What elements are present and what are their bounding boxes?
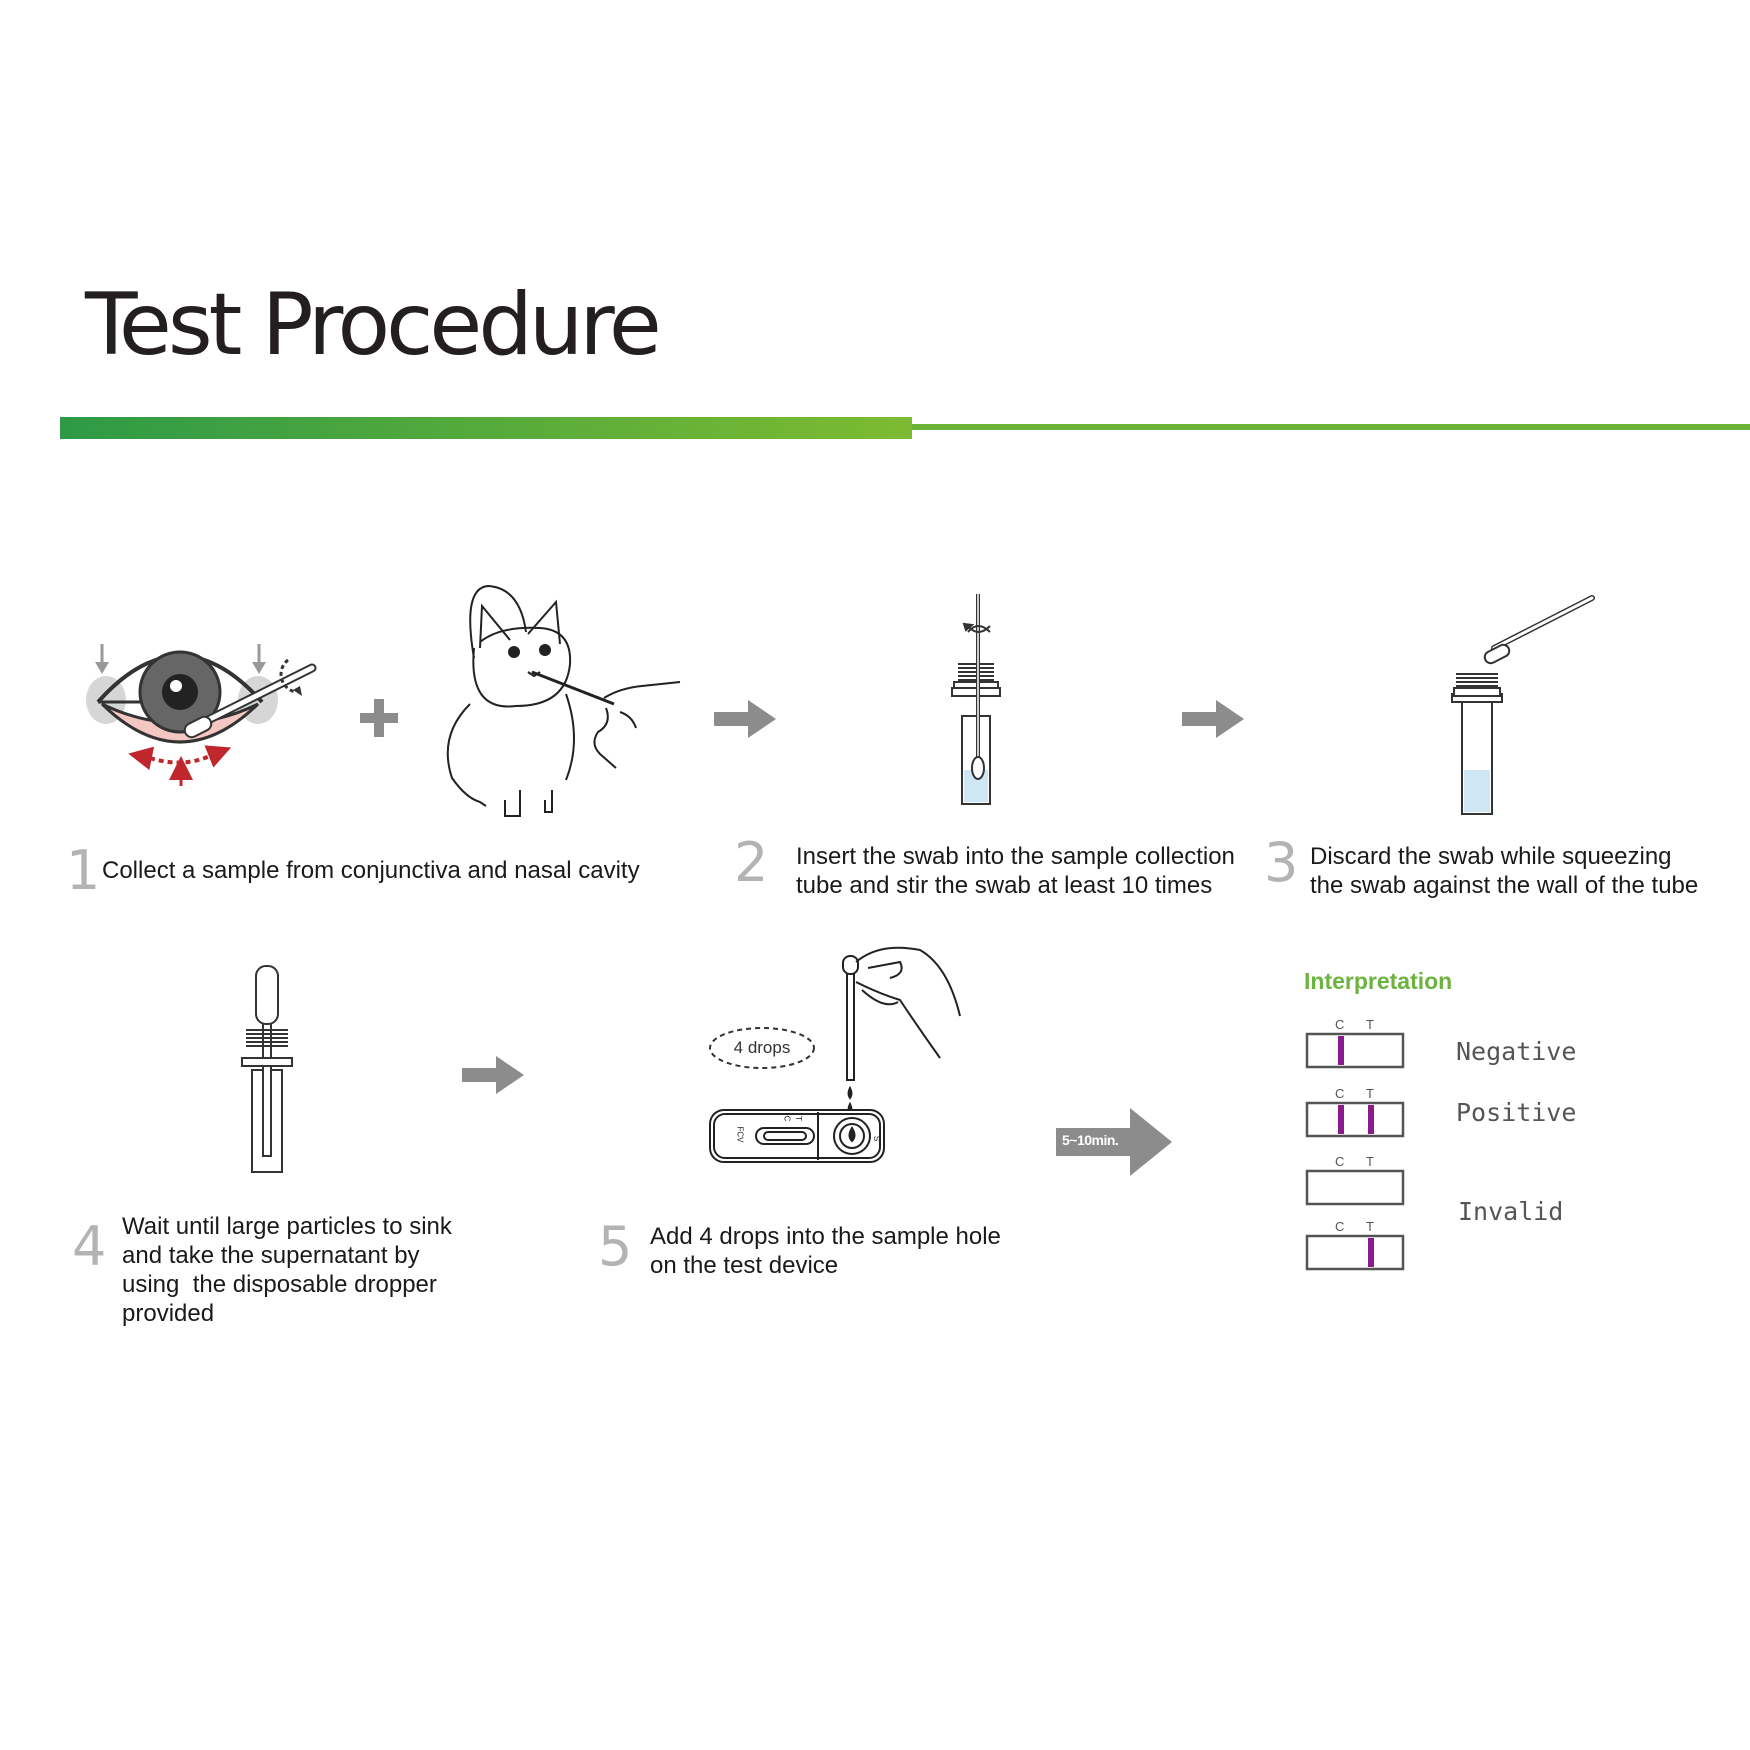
drops-bubble — [709, 1027, 815, 1069]
step-text-line: Wait until large particles to sink — [122, 1213, 452, 1240]
tube-with-swab-illustration — [951, 594, 1001, 805]
positive-c-line — [1338, 1105, 1344, 1134]
step-number: 5 — [598, 1215, 633, 1278]
strip-t-label: T — [1366, 1219, 1374, 1234]
strip-t-label: T — [1366, 1154, 1374, 1169]
device-c-label: C — [782, 1115, 792, 1122]
step-number: 1 — [66, 839, 101, 902]
strip-c-label: C — [1335, 1017, 1345, 1032]
step-number: 4 — [72, 1215, 107, 1278]
device-s-label: S — [872, 1135, 882, 1142]
step-text-line: and take the supernatant by — [122, 1242, 420, 1269]
step-number: 3 — [1264, 831, 1299, 894]
title-underline-thick — [60, 417, 912, 439]
step-text-line: the swab against the wall of the tube — [1310, 872, 1699, 899]
plus-icon — [360, 699, 398, 737]
tube-discard-swab-illustration — [1451, 595, 1595, 815]
step-text-line: Insert the swab into the sample collecti… — [796, 843, 1235, 870]
step-4-text: Wait until large particles to sink and t… — [122, 1212, 452, 1328]
step-text-line: Add 4 drops into the sample hole — [650, 1223, 1001, 1250]
result-strip-invalid-1 — [1305, 1169, 1405, 1206]
result-strip-positive — [1305, 1101, 1405, 1138]
step-2-text: Insert the swab into the sample collecti… — [796, 842, 1235, 900]
strip-c-label: C — [1335, 1154, 1345, 1169]
positive-t-line — [1368, 1105, 1374, 1134]
eye-swab-illustration — [86, 644, 317, 786]
result-strips — [1305, 1032, 1405, 1271]
strip-c-label: C — [1335, 1086, 1345, 1101]
strip-t-label: T — [1366, 1086, 1374, 1101]
result-label-negative: Negative — [1456, 1037, 1577, 1066]
step-1-text: Collect a sample from conjunctiva and na… — [102, 857, 640, 884]
title-underline-thin — [912, 424, 1750, 430]
step-text-line: tube and stir the swab at least 10 times — [796, 872, 1213, 899]
arrow-right-icon — [462, 1056, 524, 1094]
arrow-right-icon — [714, 700, 776, 738]
step-text-line: using the disposable dropper — [122, 1271, 437, 1298]
arrow-right-icon — [1182, 700, 1244, 738]
step-3-text: Discard the swab while squeezing the swa… — [1310, 842, 1698, 900]
drops-label: 4 drops — [733, 1038, 791, 1057]
step-number: 2 — [734, 831, 769, 894]
result-label-invalid: Invalid — [1458, 1197, 1564, 1226]
invalid-t-line — [1368, 1238, 1374, 1267]
step-text-line: on the test device — [650, 1252, 839, 1279]
step-text-line: Discard the swab while squeezing — [1310, 843, 1672, 870]
strip-t-label: T — [1366, 1017, 1374, 1032]
wait-arrow-icon — [1056, 1108, 1172, 1176]
negative-c-line — [1338, 1036, 1344, 1065]
step-5-text: Add 4 drops into the sample hole on the … — [650, 1222, 1001, 1280]
wait-time-label: 5~10min. — [1062, 1132, 1119, 1148]
test-device-illustration — [709, 1109, 885, 1163]
step-text-line: provided — [122, 1300, 215, 1327]
hand-dropper-illustration — [842, 946, 961, 1116]
cat-nasal-swab-illustration — [446, 584, 681, 817]
result-label-positive: Positive — [1456, 1098, 1577, 1127]
result-strip-invalid-2 — [1305, 1234, 1405, 1271]
device-code-label: FCV — [735, 1126, 745, 1143]
device-t-label: T — [793, 1116, 803, 1121]
strip-c-label: C — [1335, 1219, 1345, 1234]
result-lines — [1338, 1036, 1374, 1267]
page-title: Test Procedure — [85, 275, 662, 375]
interpretation-title: Interpretation — [1304, 968, 1453, 994]
dropper-tube-illustration — [241, 965, 293, 1173]
result-strip-negative — [1305, 1032, 1405, 1069]
